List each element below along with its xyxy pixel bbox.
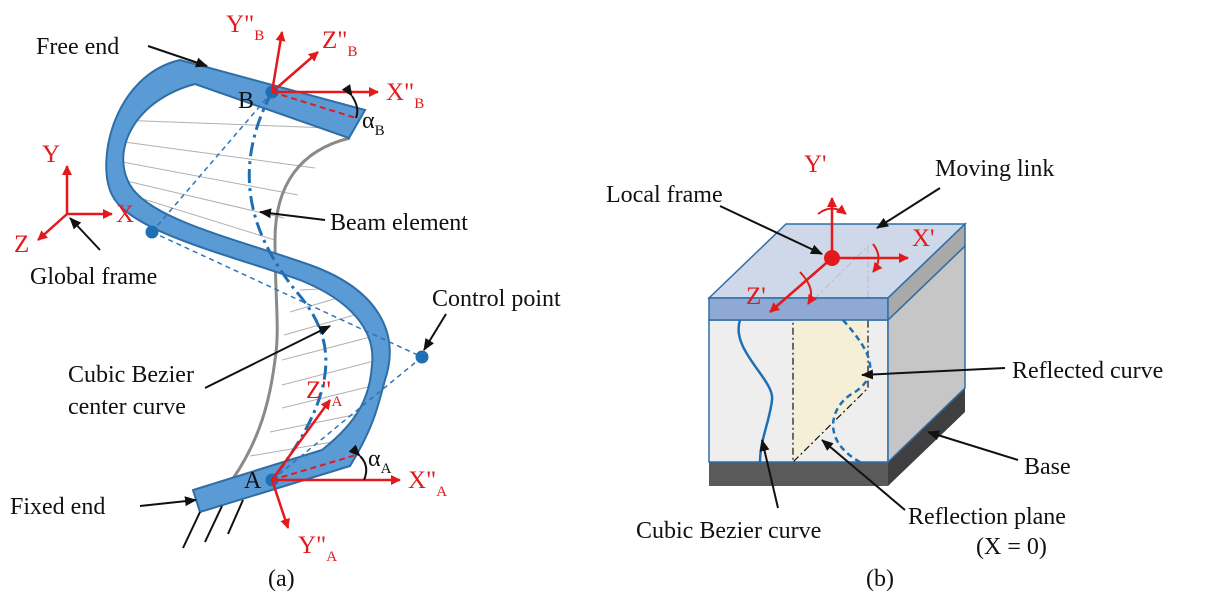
- label-reflection-plane-2: (X = 0): [976, 534, 1047, 560]
- point-a-label: A: [244, 468, 262, 494]
- label-cubic-bezier-curve: Cubic Bezier curve: [636, 518, 821, 544]
- panel-b: Y' X' Z' Local frame Moving link Reflect…: [606, 151, 1163, 592]
- callout-arrows-a: [69, 45, 447, 507]
- frame-b-y-letter: Y": [226, 11, 254, 38]
- rotation-arrow-icon: [341, 84, 359, 119]
- frame-a-z-label: Z"A: [306, 377, 342, 410]
- global-y-label: Y: [42, 141, 60, 168]
- beam-back-edge: [230, 136, 351, 481]
- panel-a: Y X Z Y"B Z"B X"B B αB: [10, 11, 561, 592]
- global-z-label: Z: [14, 231, 29, 258]
- moving-link-side: [887, 222, 966, 322]
- angle-a-sub: A: [381, 461, 392, 477]
- base-side: [888, 388, 965, 486]
- reflected-curve: [831, 319, 872, 464]
- frame-b-y-sub: B: [254, 28, 264, 44]
- label-beam-element: Beam element: [330, 210, 468, 236]
- local-frame-origin: [824, 250, 840, 266]
- global-frame-axes: [37, 165, 113, 241]
- global-x-label: X: [116, 201, 134, 228]
- label-moving-link: Moving link: [935, 156, 1054, 182]
- label-base: Base: [1024, 454, 1071, 480]
- ground-hatch-icon: [182, 499, 244, 549]
- label-fixed-end: Fixed end: [10, 494, 105, 520]
- label-center-curve-1: Cubic Bezier: [68, 362, 194, 388]
- frame-a-dashed-axis: [271, 454, 357, 481]
- frame-a-y-label: Y"A: [298, 532, 337, 565]
- frame-a-z-letter: Z": [306, 377, 331, 404]
- label-control-point: Control point: [432, 286, 561, 312]
- frame-b-z-letter: Z": [322, 27, 347, 54]
- frame-b-axes: [270, 31, 379, 97]
- angle-b-letter: α: [362, 108, 375, 134]
- frame-a-y-letter: Y": [298, 532, 326, 559]
- control-point-icon: [415, 350, 429, 364]
- frame-a-y-sub: A: [326, 549, 337, 565]
- frame-b-z-sub: B: [347, 44, 357, 60]
- frame-a-x-sub: A: [436, 484, 447, 500]
- frame-b-x-label: X"B: [386, 79, 424, 112]
- caption-b: (b): [866, 566, 894, 592]
- frame-a-x-letter: X": [408, 467, 436, 494]
- moving-link-front: [708, 297, 889, 321]
- label-global-frame: Global frame: [30, 264, 157, 290]
- rotation-arrow-icon: [799, 204, 883, 305]
- angle-a-letter: α: [368, 446, 381, 472]
- base-front: [709, 462, 888, 486]
- control-point-icon: [145, 225, 159, 239]
- label-local-frame: Local frame: [606, 182, 723, 208]
- frame-b-dashed-axis: [271, 91, 357, 119]
- frame-b-x-sub: B: [414, 96, 424, 112]
- local-z-label: Z': [746, 283, 766, 310]
- label-reflection-plane-1: Reflection plane: [908, 504, 1066, 530]
- frame-a-z-sub: A: [331, 394, 342, 410]
- frame-a-x-label: X"A: [408, 467, 447, 500]
- label-center-curve-2: center curve: [68, 394, 186, 420]
- frame-b-y-label: Y"B: [226, 11, 264, 44]
- frame-a-axes: [270, 399, 401, 529]
- frame-b-x-letter: X": [386, 79, 414, 106]
- angle-a-label: αA: [368, 446, 392, 477]
- angle-b-label: αB: [362, 108, 385, 139]
- point-b-label: B: [238, 88, 254, 114]
- rotation-arrow-icon: [348, 444, 368, 481]
- label-reflected-curve: Reflected curve: [1012, 358, 1163, 384]
- center-curve: [247, 91, 328, 481]
- local-y-label: Y': [804, 151, 827, 178]
- label-free-end: Free end: [36, 34, 119, 60]
- angle-b-sub: B: [375, 123, 385, 139]
- callout-arrows-b: [719, 187, 1019, 511]
- local-x-label: X': [912, 225, 935, 252]
- caption-a: (a): [268, 566, 295, 592]
- flexure-beam: [105, 58, 391, 514]
- frame-b-z-label: Z"B: [322, 27, 358, 60]
- control-polygon: [151, 91, 423, 481]
